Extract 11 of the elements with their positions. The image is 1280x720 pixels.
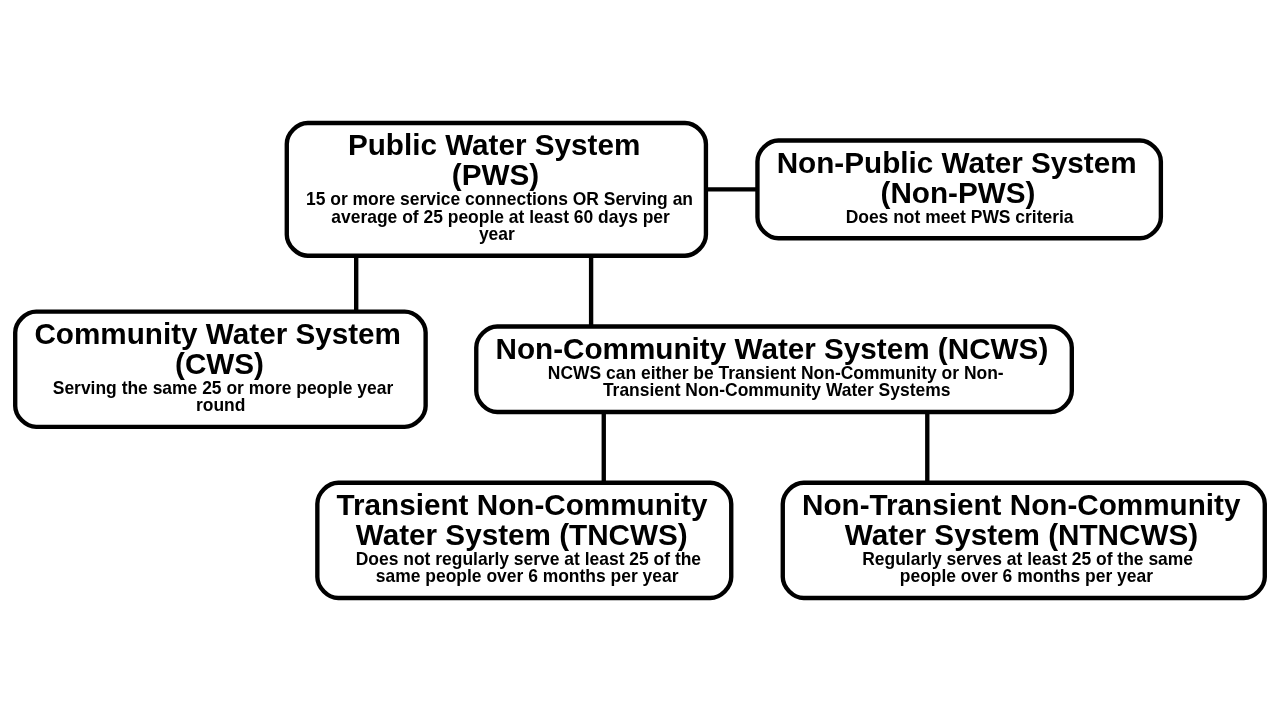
node-box: Public Water System (PWS) 15 or more service connections OR Serving an average of 25 people at least 60 days per year (284, 120, 709, 258)
node-box: Non-Public Water System (Non-PWS) Does not meet PWS criteria (755, 137, 1164, 240)
node-box: Non-Community Water System (NCWS) NCWS can either be Transient Non-Community or Non-Transient Non-Community Water Systems (474, 323, 1074, 414)
connector (601, 411, 606, 482)
node-box: Non-Transient Non-Community Water System (NTNCWS) Regularly serves at least 25 of the same people over 6 months per year (780, 480, 1267, 600)
node-box: Transient Non-Community Water System (TNCWS) Does not regularly serve at least 25 of the same people over 6 months per year (315, 480, 734, 600)
connector (354, 255, 359, 311)
connector (588, 255, 594, 326)
connector (925, 411, 930, 482)
connector (706, 186, 758, 192)
node-box: Community Water System (CWS) Serving the same 25 or more people year round (13, 308, 428, 429)
